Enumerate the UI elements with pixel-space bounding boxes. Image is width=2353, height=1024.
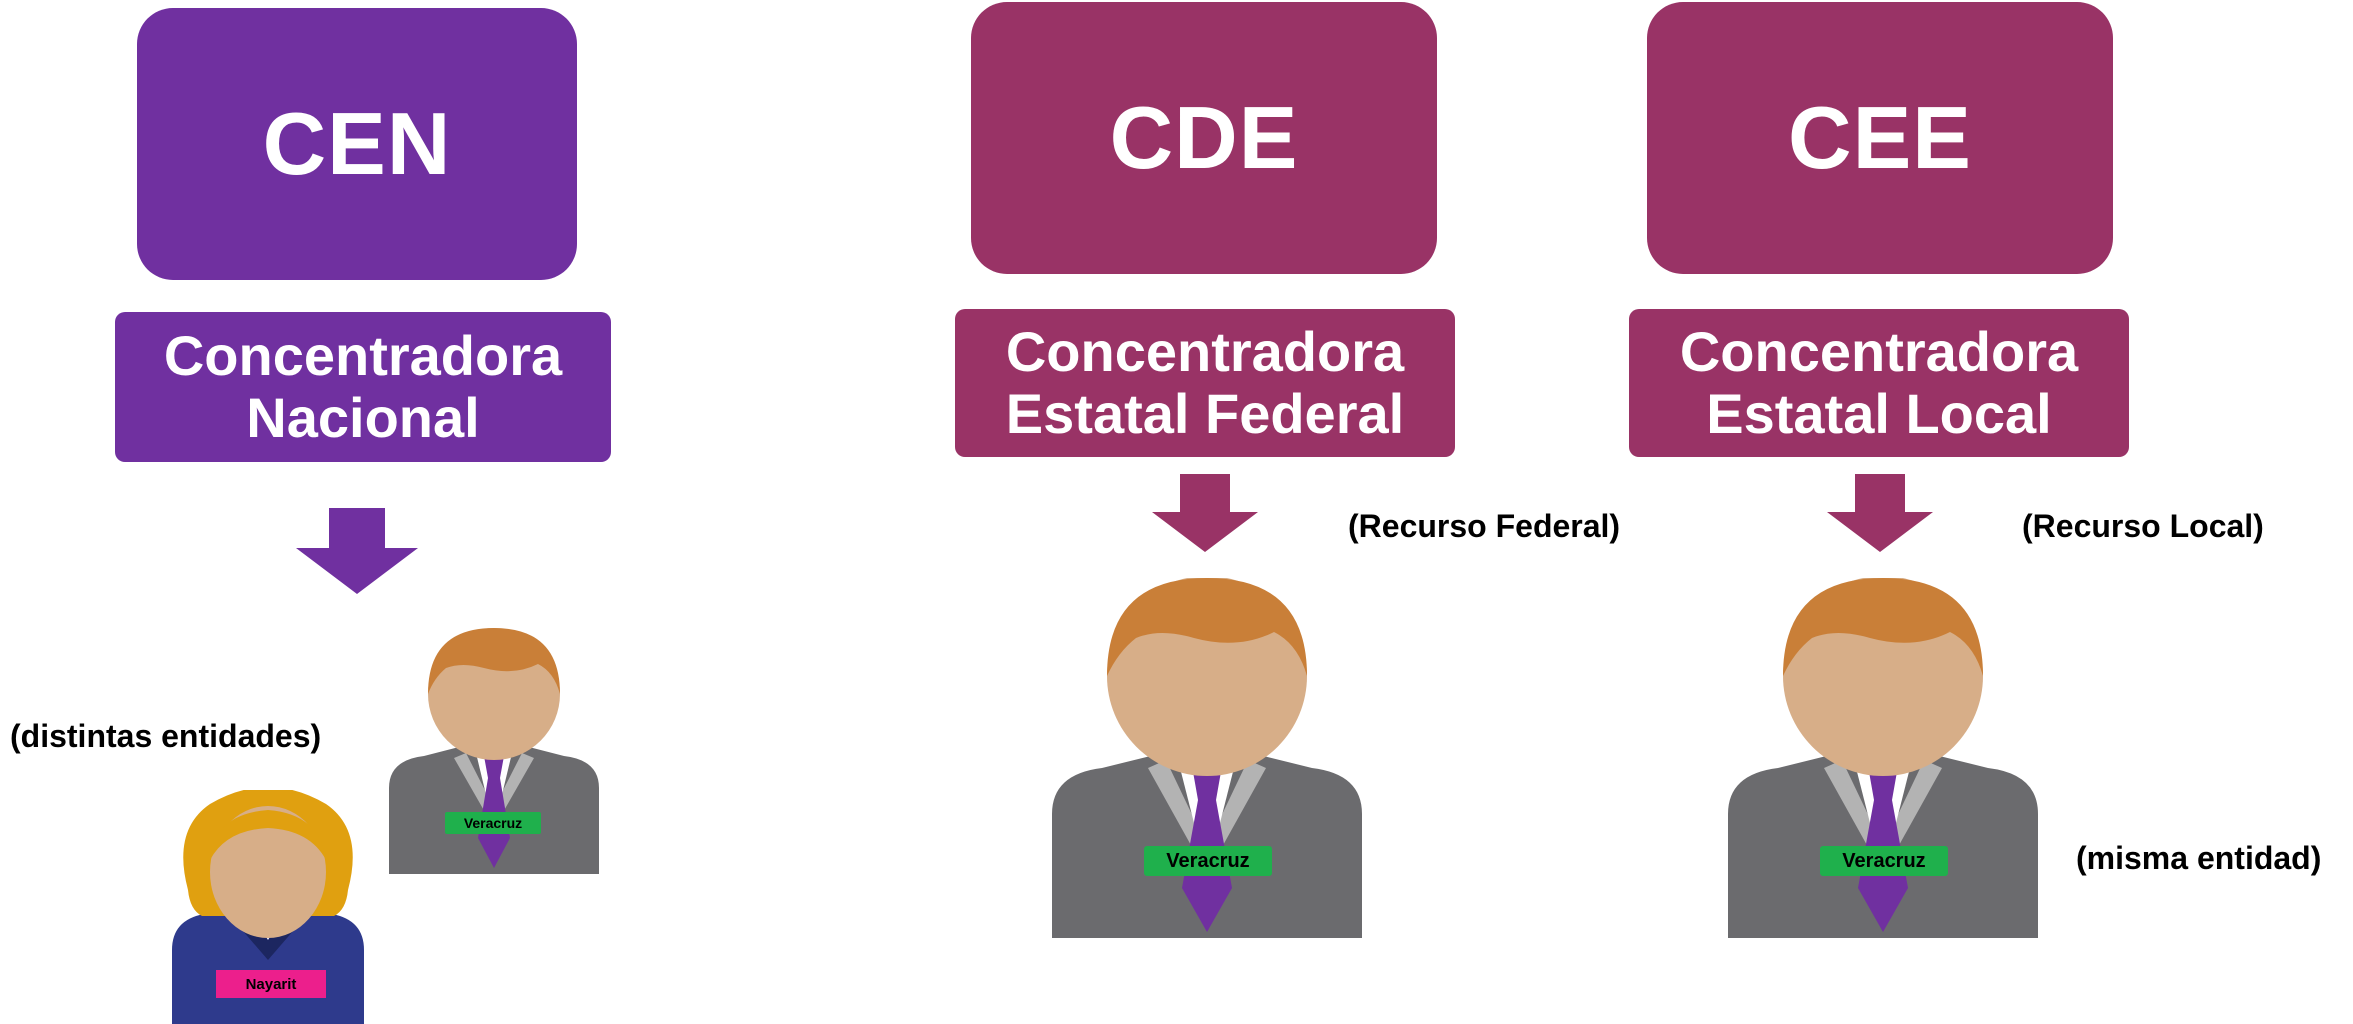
cen-subtitle-line1: Concentradora — [163, 324, 563, 387]
cen-title: CEN — [262, 94, 452, 193]
cen-man-figure-icon — [389, 628, 599, 874]
cee-subtitle-box: Concentradora Estatal Local — [1629, 309, 2129, 457]
cde-man-badge: Veracruz — [1144, 846, 1272, 876]
cen-note: (distintas entidades) — [10, 718, 322, 754]
cde-note: (Recurso Federal) — [1348, 508, 1621, 544]
cde-subtitle-line1: Concentradora — [1005, 320, 1405, 383]
cee-down-arrow-icon — [1827, 474, 1933, 552]
cee-subtitle-line2: Estatal Local — [1706, 382, 2052, 445]
cee-man-badge-text: Veracruz — [1842, 849, 1926, 872]
cen-woman-badge-text: Nayarit — [245, 975, 297, 993]
cee-man-badge: Veracruz — [1820, 846, 1948, 876]
cee-title: CEE — [1788, 88, 1972, 187]
cee-title-box: CEE — [1647, 2, 2113, 274]
cee-note: (Recurso Local) — [2022, 508, 2264, 544]
cen-man-badge-text: Veracruz — [463, 815, 523, 831]
cde-title-box: CDE — [971, 2, 1437, 274]
cen-subtitle-box: Concentradora Nacional — [115, 312, 611, 462]
cee-man-figure-icon — [1728, 578, 2038, 938]
cen-down-arrow-icon — [296, 508, 418, 594]
cde-down-arrow-icon — [1152, 474, 1258, 552]
cde-man-figure-icon — [1052, 578, 1362, 938]
cde-title: CDE — [1109, 88, 1299, 187]
cen-woman-badge: Nayarit — [216, 970, 326, 998]
cde-man-badge-text: Veracruz — [1166, 849, 1250, 872]
cen-title-box: CEN — [137, 8, 577, 280]
cee-subtitle-line1: Concentradora — [1679, 320, 2079, 383]
cen-subtitle-line2: Nacional — [246, 386, 480, 449]
cde-subtitle-line2: Estatal Federal — [1005, 382, 1405, 445]
cee-note2: (misma entidad) — [2076, 840, 2322, 876]
cde-subtitle-box: Concentradora Estatal Federal — [955, 309, 1455, 457]
cen-man-badge: Veracruz — [445, 812, 541, 834]
